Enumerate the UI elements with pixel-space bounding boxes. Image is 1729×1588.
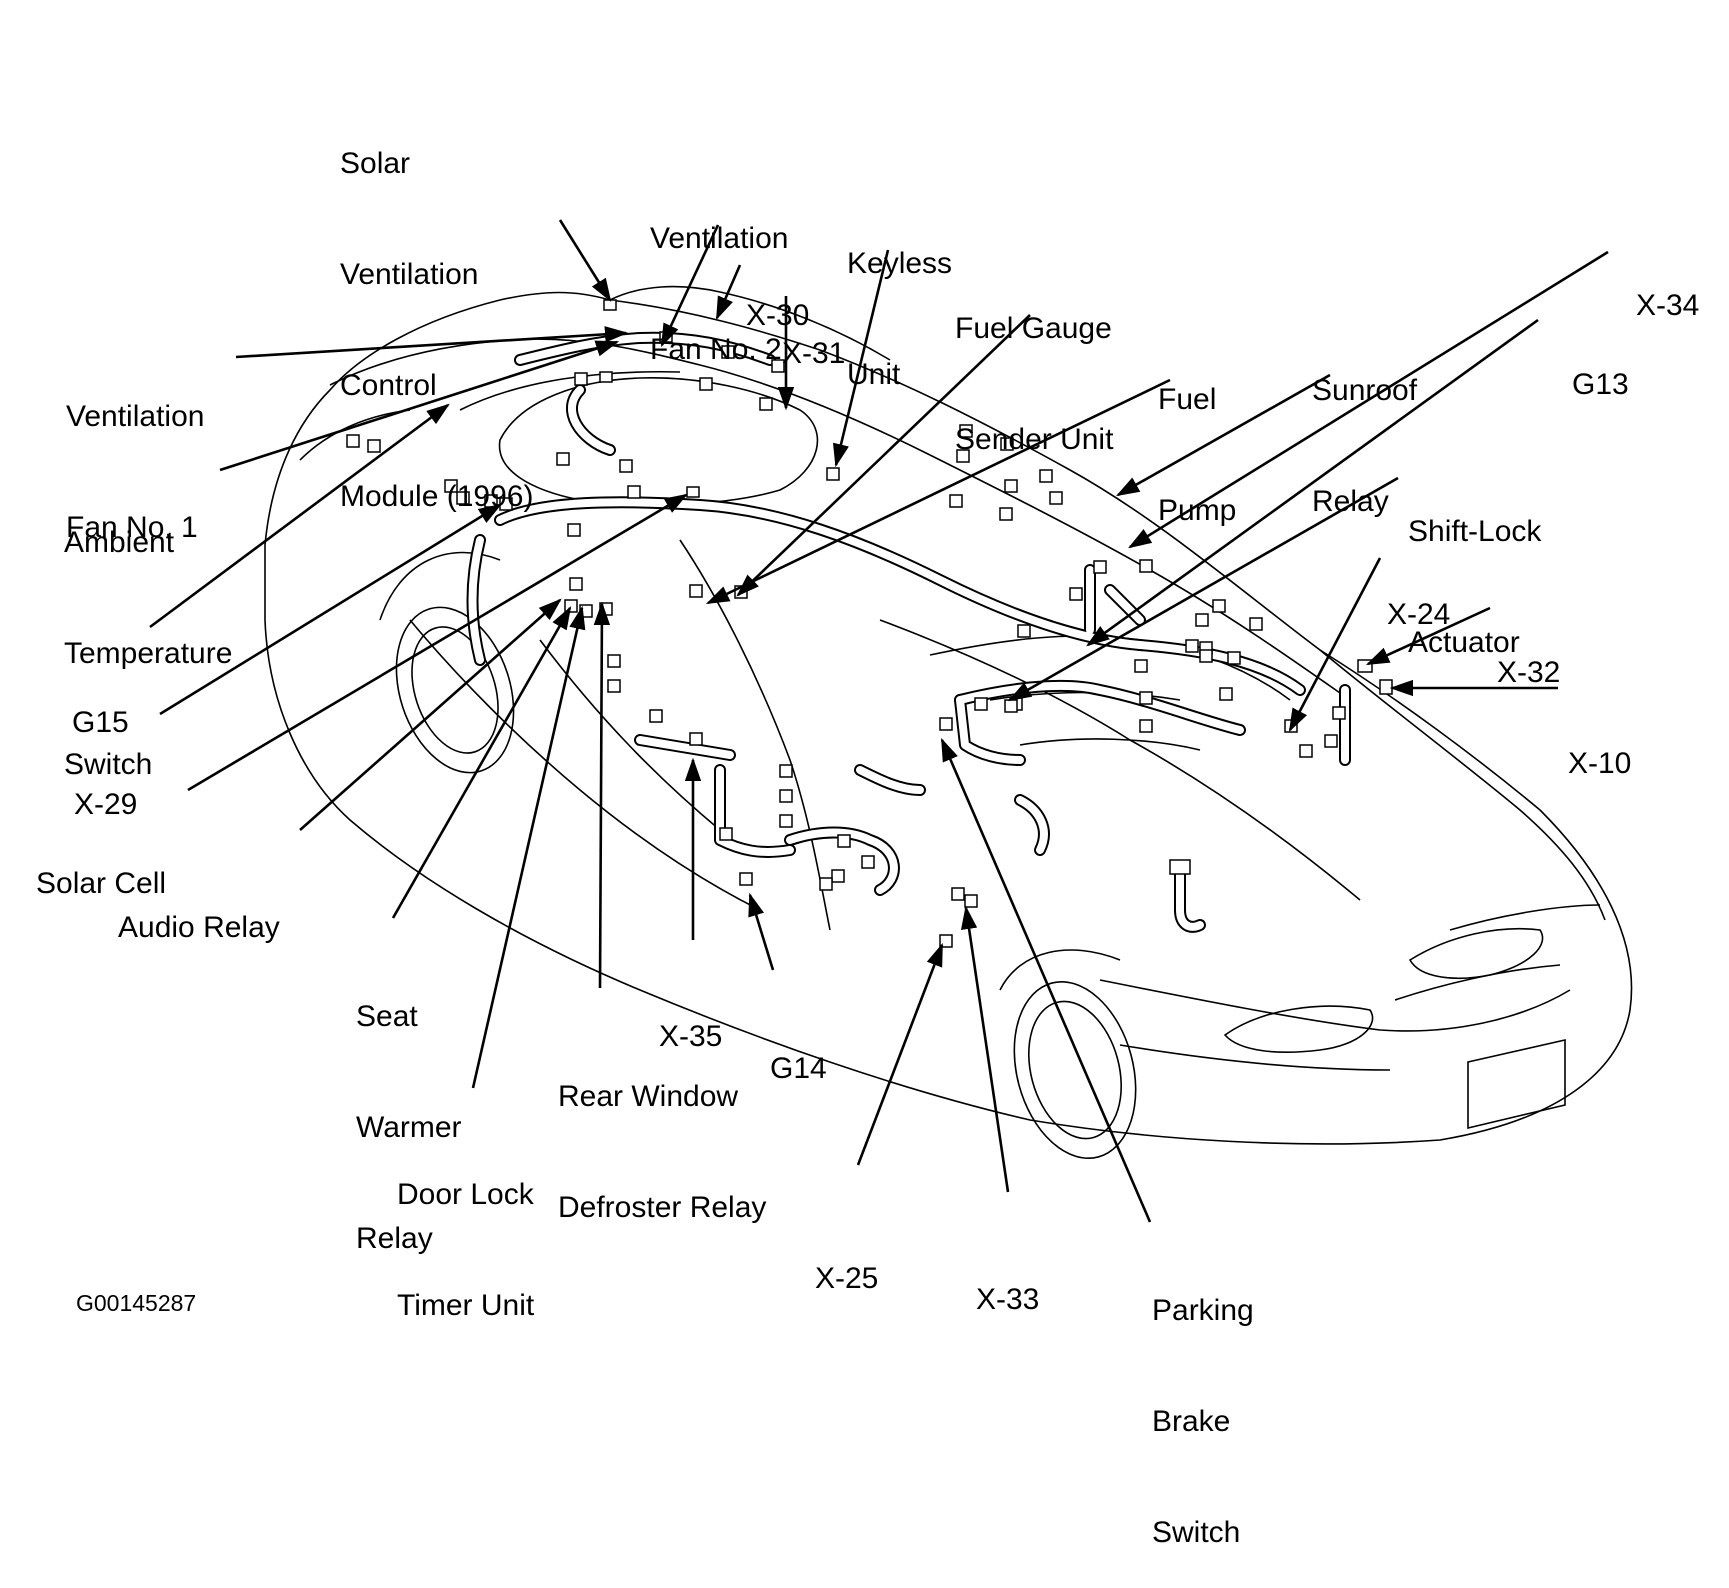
label-x32: X-32: [1497, 656, 1561, 689]
wiring-diagram: [149, 219, 1633, 1223]
label-x29: X-29: [74, 788, 138, 821]
label-g14: G14: [770, 1052, 827, 1085]
leader-x34: [1128, 250, 1609, 549]
label-shift-lock-actuator: Shift-Lock Actuator: [1408, 515, 1542, 659]
label-x24: X-24: [1387, 598, 1451, 631]
leader-g13: [1086, 318, 1539, 647]
label-rear-window-defroster-relay: Rear Window Defroster Relay: [558, 1080, 767, 1224]
leader-parking-brake-switch: [940, 737, 1152, 1223]
label-g15: G15: [72, 706, 129, 739]
car-body-outline: [264, 285, 1633, 1145]
leader-lines: [149, 219, 1609, 1223]
front-wheel: [999, 949, 1137, 1160]
leader-seat-warmer-relay: [391, 605, 572, 919]
label-keyless-unit: Keyless Unit: [847, 247, 953, 391]
label-x30: X-30: [746, 299, 810, 332]
label-fuel-gauge-sender-unit: Fuel Gauge Sender Unit: [955, 312, 1114, 456]
front-grille: [1394, 964, 1561, 1001]
label-g13: G13: [1572, 368, 1629, 401]
leader-x29: [159, 503, 502, 716]
label-x35: X-35: [659, 1020, 723, 1053]
leader-fuel-pump: [705, 378, 1171, 605]
leader-x32: [1365, 606, 1491, 666]
leader-ventilation-fan-no2: [660, 224, 720, 348]
label-ventilation-fan-no2: Ventilation Fan No. 2: [650, 222, 789, 366]
label-solar-cell: Solar Cell: [36, 867, 167, 900]
label-ambient-temperature-switch: Ambient Temperature Switch: [64, 526, 233, 781]
leader-solar-ventilation-control-module: [558, 219, 612, 302]
label-x31: X-31: [782, 337, 846, 370]
leader-fuel-gauge-sender-unit: [736, 314, 1031, 597]
label-x33: X-33: [976, 1283, 1040, 1316]
license-plate: [1467, 1038, 1566, 1130]
leader-rear-window-defroster-relay: [593, 601, 611, 989]
leader-ventilation-fan-no1: [235, 326, 629, 359]
leader-g14: [748, 892, 775, 971]
leader-g15: [149, 403, 450, 629]
label-parking-brake-switch: Parking Brake Switch: [1152, 1294, 1254, 1549]
label-door-lock-timer-unit: Door Lock Timer Unit: [397, 1178, 535, 1322]
wiring-harness-inner: [468, 333, 1349, 931]
label-audio-relay: Audio Relay: [118, 911, 280, 944]
label-x10: X-10: [1568, 747, 1632, 780]
leader-keyless-unit: [832, 249, 890, 468]
label-fuel-pump: Fuel Pump: [1158, 383, 1237, 527]
leader-door-lock-timer-unit: [471, 605, 586, 1089]
leader-shift-lock-actuator: [1007, 476, 1399, 702]
leader-solar-cell: [187, 493, 689, 792]
label-solar-ventilation-control-module: Solar Ventilation Control Module (1996): [340, 147, 534, 513]
leader-sunroof-relay: [1115, 373, 1331, 497]
leader-x25: [856, 942, 944, 1166]
leader-audio-relay: [299, 598, 562, 831]
leader-x24: [1288, 557, 1382, 733]
figure-id: G00145287: [76, 1290, 197, 1316]
label-x25: X-25: [815, 1262, 879, 1295]
leader-x30: [715, 264, 742, 321]
leader-x33: [960, 905, 1010, 1193]
label-x34: X-34: [1636, 289, 1700, 322]
label-ventilation-fan-no1: Ventilation Fan No. 1: [66, 400, 205, 544]
headlight: [1223, 927, 1544, 1053]
label-seat-warmer-relay: Seat Warmer Relay: [356, 1000, 462, 1255]
leader-ambient-temperature-switch: [219, 340, 620, 472]
label-sunroof-relay: Sunroof Relay: [1312, 374, 1418, 518]
